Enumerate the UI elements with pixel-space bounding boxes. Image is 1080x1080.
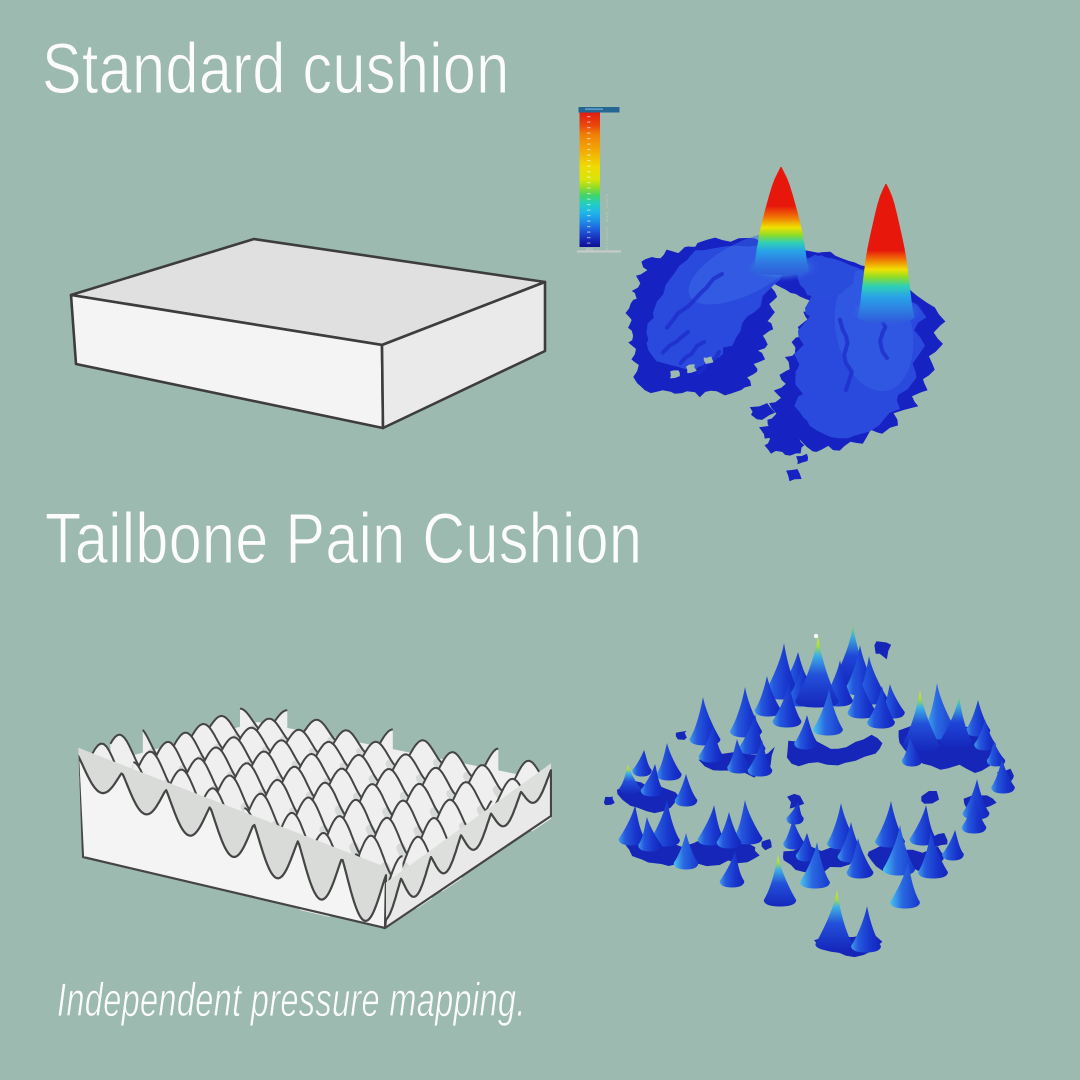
svg-text:kPa: kPa xyxy=(586,247,594,252)
svg-text:p r e s s u r e _ m a p _ s c: p r e s s u r e _ m a p _ s c a l e xyxy=(604,193,609,250)
